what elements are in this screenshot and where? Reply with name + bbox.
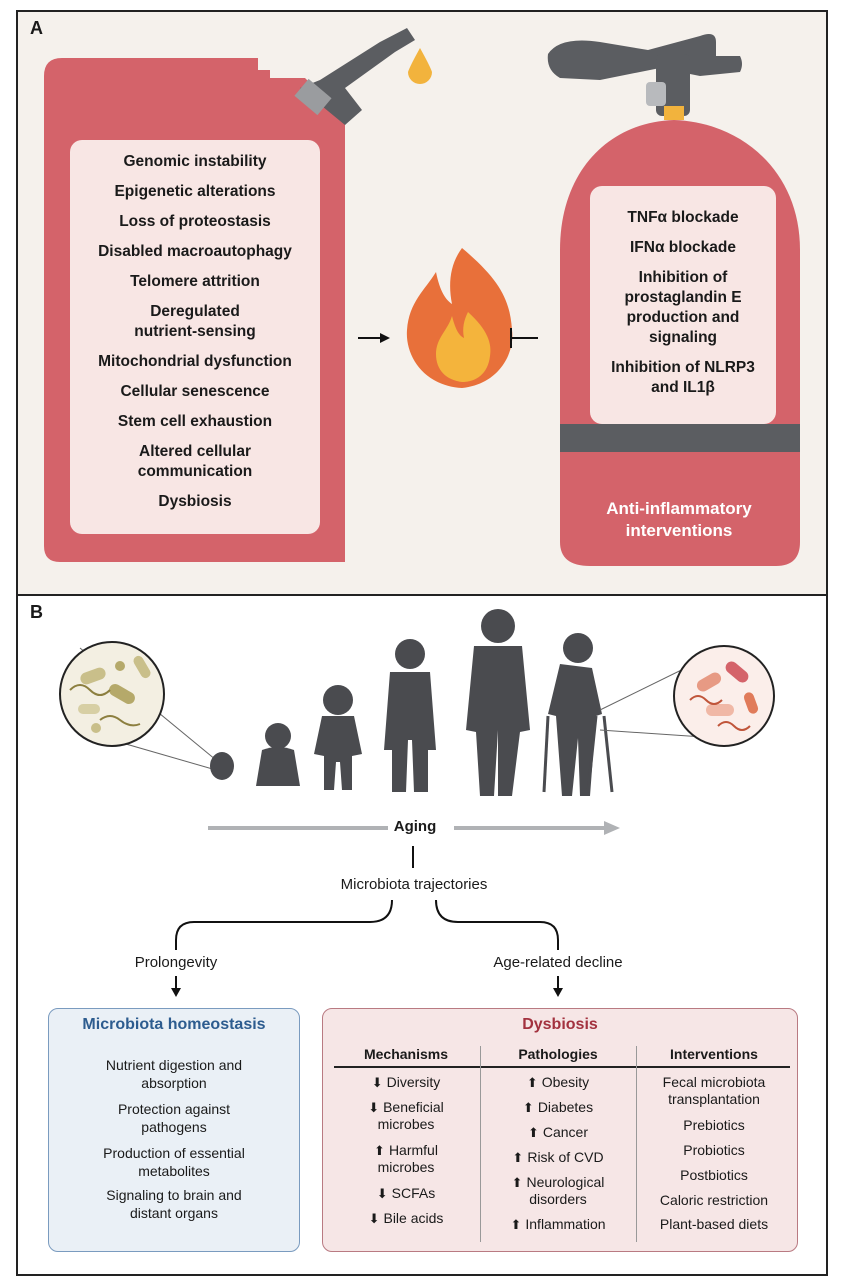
intervention-item: Postbiotics — [680, 1167, 748, 1183]
homeostasis-item: Production of essential metabolites — [103, 1145, 245, 1179]
hallmark-item: Epigenetic alterations — [114, 183, 276, 200]
extinguisher-label: Anti-inflammatory interventions — [606, 499, 752, 540]
hallmark-item: Disabled macroautophagy — [98, 243, 292, 260]
walker-icon — [542, 715, 614, 793]
column-header-interventions: Interventions — [670, 1046, 758, 1062]
trajectories-label: Microbiota trajectories — [340, 876, 488, 893]
column-divider — [480, 1046, 481, 1242]
infant-icon — [256, 723, 300, 786]
hallmarks-list: Genomic instability Epigenetic alteratio… — [70, 140, 320, 534]
mechanism-item: ⬇SCFAs — [376, 1185, 436, 1201]
header-divider — [334, 1066, 790, 1068]
aged-microbiota-icon — [599, 645, 775, 747]
hallmark-item: Dysbiosis — [158, 493, 232, 510]
adult-icon — [466, 609, 530, 796]
pathology-item: ⬆Neurological disorders — [511, 1174, 605, 1207]
age-related-decline-label: Age-related decline — [493, 954, 623, 971]
silhouettes — [210, 609, 614, 796]
pathology-item: ⬆Obesity — [526, 1074, 590, 1090]
homeostasis-item: Protection against pathogens — [117, 1101, 231, 1135]
intervention-item: Fecal microbiota transplantation — [662, 1074, 766, 1107]
column-header-mechanisms: Mechanisms — [363, 1046, 449, 1062]
pathology-item: ⬆Inflammation — [510, 1216, 606, 1232]
intervention-item: Caloric restriction — [659, 1192, 769, 1208]
mechanism-item: ⬇Bile acids — [368, 1210, 444, 1226]
hallmark-item: Altered cellular communication — [137, 443, 253, 480]
dysbiosis-box — [322, 1008, 798, 1252]
intervention-item: Plant-based diets — [659, 1216, 769, 1232]
homeostasis-title: Microbiota homeostasis — [82, 1016, 266, 1033]
hallmark-item: Telomere attrition — [130, 273, 260, 290]
column-header-pathologies: Pathologies — [518, 1046, 598, 1062]
elderly-icon — [548, 633, 602, 796]
homeostasis-item: Signaling to brain and distant organs — [106, 1187, 242, 1221]
intervention-item: Probiotics — [683, 1142, 745, 1158]
hallmark-item: Genomic instability — [123, 153, 267, 170]
dysbiosis-title: Dysbiosis — [522, 1016, 598, 1033]
young-microbiota-icon — [59, 641, 217, 771]
fetus-icon — [210, 752, 234, 780]
prolongevity-label: Prolongevity — [134, 954, 218, 971]
intervention-item: Inhibition of NLRP3 and IL1β — [611, 359, 755, 396]
hallmark-item: Stem cell exhaustion — [117, 413, 273, 430]
hallmark-item: Loss of proteostasis — [119, 213, 271, 230]
aging-label: Aging — [393, 818, 437, 835]
mechanism-item: ⬇Diversity — [371, 1074, 441, 1090]
pathology-item: ⬆Cancer — [527, 1124, 589, 1140]
mechanism-item: ⬆Harmful microbes — [374, 1142, 438, 1175]
intervention-item: Prebiotics — [683, 1117, 745, 1133]
hallmark-item: Deregulated nutrient-sensing — [134, 303, 256, 340]
panel-b-illustration — [59, 609, 775, 997]
homeostasis-box — [48, 1008, 300, 1252]
panel-b-label: B — [30, 602, 43, 622]
intervention-item: IFNα blockade — [630, 239, 736, 256]
intervention-item: TNFα blockade — [627, 209, 739, 226]
pathology-item: ⬆Diabetes — [522, 1099, 594, 1115]
hallmark-item: Mitochondrial dysfunction — [98, 353, 292, 370]
intervention-item: Inhibition of prostaglandin E production… — [624, 269, 742, 346]
teenager-icon — [384, 639, 436, 792]
hallmark-item: Cellular senescence — [120, 383, 270, 400]
anti-inflammatory-list: TNFα blockade IFNα blockade Inhibition o… — [590, 186, 776, 424]
toddler-icon — [314, 685, 362, 790]
column-divider — [636, 1046, 637, 1242]
homeostasis-item: Nutrient digestion and absorption — [105, 1057, 243, 1091]
mechanism-item: ⬇Beneficial microbes — [368, 1099, 444, 1132]
oil-drop-icon — [408, 48, 432, 84]
panel-a-label: A — [30, 18, 43, 38]
pathology-item: ⬆Risk of CVD — [512, 1149, 604, 1165]
